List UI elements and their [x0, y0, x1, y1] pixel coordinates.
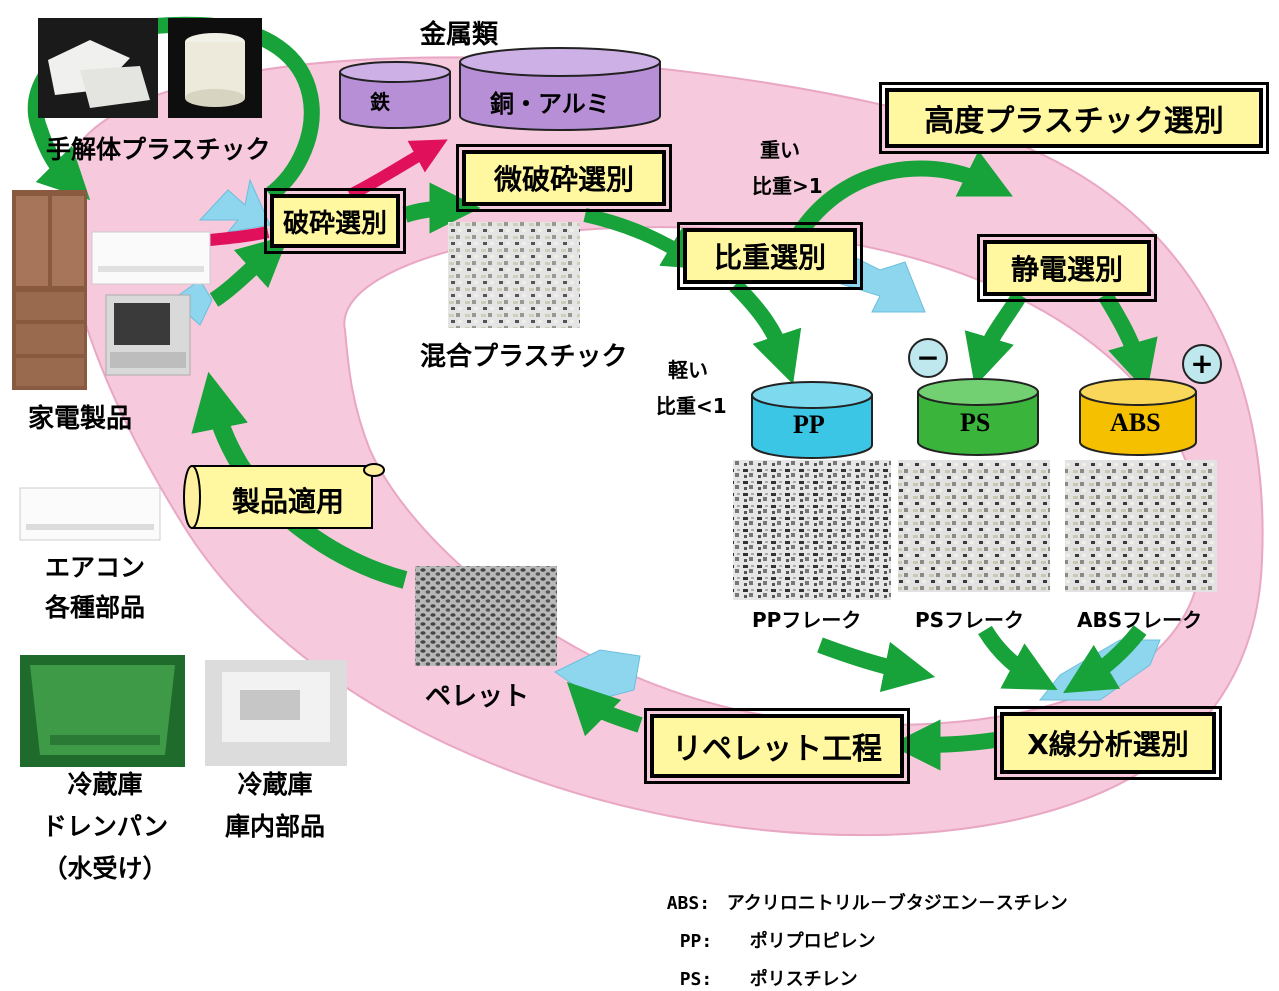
legend-ps-abbr: PS:	[679, 969, 713, 990]
abs-cylinder-label: ABS	[1110, 408, 1161, 437]
heavy-label: 重い 比重>1	[752, 132, 823, 204]
ps-cylinder-label: PS	[960, 408, 991, 437]
metal-cylinders	[339, 47, 661, 131]
fridge-inner-label: 冷蔵庫 庫内部品	[200, 764, 350, 848]
heavy-line1: 重い	[760, 138, 800, 162]
iron-label: 鉄	[370, 92, 390, 114]
pp-cylinder	[751, 394, 873, 459]
photo-pp-flakes	[733, 460, 891, 600]
aircon-label-line2: 各種部品	[44, 593, 145, 622]
pp-flake-to-xray-arrow	[817, 637, 936, 693]
mixed-plastic-label: 混合プラスチック	[420, 342, 628, 372]
photo-abs-flakes	[1065, 460, 1217, 592]
electro-to-ps-arrow	[964, 290, 1027, 387]
electro-to-abs-arrow	[1098, 290, 1158, 393]
heavy-line2: 比重>1	[752, 174, 823, 198]
photo-hand-disassembled-2	[168, 18, 262, 118]
fridge-inner-line1: 冷蔵庫	[237, 770, 313, 799]
pp-flake-label: PPフレーク	[752, 608, 862, 632]
electrostatic-box: 静電選別	[977, 234, 1157, 302]
light-line1: 軽い	[668, 358, 708, 382]
abs-flake-label: ABSフレーク	[1077, 608, 1203, 632]
advanced-sorting-box: 高度プラスチック選別	[879, 82, 1269, 154]
photo-aircon-small	[91, 231, 211, 285]
legend-abs: ABS: アクリロニトリル－ブタジエン－スチレン	[645, 868, 1068, 915]
negative-charge-icon: −	[908, 338, 948, 378]
legend-ps: PS: ポリスチレン	[658, 944, 858, 991]
photo-hand-disassembled-1	[38, 18, 158, 118]
fridge-inner-line2: 庫内部品	[224, 812, 325, 841]
iron-cylinder	[339, 71, 451, 129]
crushing-to-metals-red-arrow	[347, 139, 448, 201]
photo-tv	[105, 294, 191, 376]
fridge-drain-line2: ドレンパン	[41, 812, 169, 841]
legend-abs-name: アクリロニトリル－ブタジエン－スチレン	[726, 893, 1068, 914]
hand-disassembled-label: 手解体プラスチック	[46, 135, 271, 164]
fridge-drain-line1: 冷蔵庫	[67, 770, 143, 799]
ps-cylinder	[917, 391, 1039, 456]
legend-ps-name: ポリスチレン	[749, 969, 858, 990]
crushing-to-fine-arrow	[402, 182, 481, 234]
xray-to-repellet-arrow	[889, 719, 997, 771]
pp-cylinder-label: PP	[793, 410, 825, 439]
positive-charge-icon: +	[1182, 344, 1222, 384]
fridge-drain-line3: （水受け）	[42, 854, 168, 883]
photo-drain-pan	[20, 655, 185, 767]
copper-aluminum-label: 銅・アルミ	[490, 90, 610, 118]
blue-arrow-center	[834, 249, 926, 313]
light-line2: 比重<1	[656, 394, 727, 418]
pellet-label: ペレット	[425, 682, 530, 712]
metals-heading: 金属類	[420, 20, 499, 50]
plastic-cylinders	[751, 378, 1197, 459]
repellet-to-pellet-arrow	[566, 681, 643, 737]
photo-refrigerator	[12, 190, 87, 390]
photo-aircon-parts	[19, 487, 161, 541]
photo-ps-flakes	[898, 460, 1050, 592]
specific-gravity-box: 比重選別	[677, 222, 863, 290]
abs-cylinder	[1079, 391, 1197, 456]
photo-mixed-plastic	[448, 222, 580, 328]
aircon-label-line1: エアコン	[44, 553, 145, 582]
scroll-banner	[183, 463, 385, 529]
photo-pellet	[415, 566, 557, 666]
repellet-box: リペレット工程	[644, 708, 910, 784]
fridge-drain-label: 冷蔵庫 ドレンパン （水受け）	[10, 764, 200, 890]
aircon-to-crushing-red-arrow	[209, 226, 270, 246]
ps-flake-to-xray-arrow	[978, 625, 1058, 691]
photo-fridge-interior	[205, 660, 347, 766]
ps-flake-label: PSフレーク	[915, 608, 1025, 632]
heavy-to-advanced-arrow	[782, 150, 1013, 254]
product-application-label: 製品適用	[232, 485, 345, 518]
aircon-label: エアコン 各種部品	[20, 548, 170, 628]
blue-arrow-left	[171, 279, 213, 326]
xray-box: X線分析選別	[994, 706, 1222, 780]
legend-pp-abbr: PP:	[679, 931, 713, 952]
legend-abs-abbr: ABS:	[666, 893, 711, 914]
abs-flake-to-xray-arrow	[1063, 625, 1147, 694]
gravity-to-pp-arrow	[729, 279, 802, 385]
light-label: 軽い 比重<1	[656, 352, 727, 424]
legend-pp-name: ポリプロピレン	[749, 931, 876, 952]
crushing-box: 破砕選別	[264, 188, 406, 254]
fine-crushing-box: 微破砕選別	[456, 144, 672, 212]
legend-pp: PP: ポリプロピレン	[658, 906, 876, 953]
copper-aluminum-cylinder	[459, 61, 661, 131]
appliance-to-crushing-arrow	[209, 234, 290, 307]
appliances-label: 家電製品	[28, 404, 133, 434]
fine-to-gravity-arrow	[583, 208, 710, 270]
blue-arrow-top-left	[198, 178, 271, 233]
